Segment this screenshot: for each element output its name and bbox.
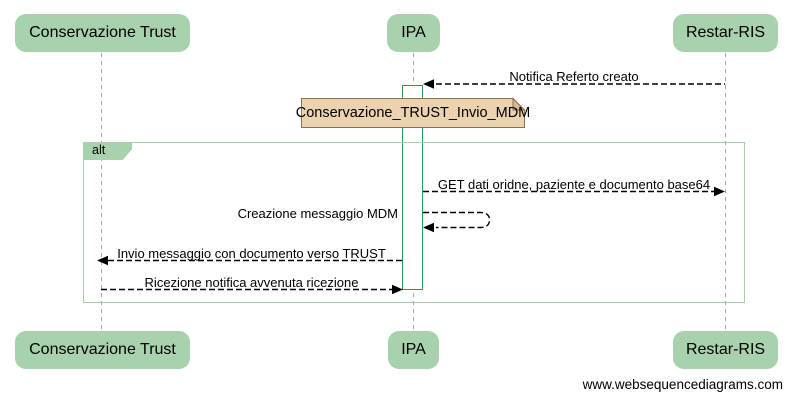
watermark-text: www.websequencediagrams.com bbox=[582, 377, 783, 392]
actor-label: Conservazione Trust bbox=[29, 341, 176, 358]
alt-frame: alt bbox=[83, 142, 745, 303]
message-label-creazione-mdm: Creazione messaggio MDM bbox=[237, 206, 398, 221]
activation-bar-ipa bbox=[402, 85, 423, 290]
actor-box-conservazione-trust-top: Conservazione Trust bbox=[15, 14, 190, 52]
actor-label: Conservazione Trust bbox=[29, 24, 176, 41]
message-label-invio-messaggio: Invio messaggio con documento verso TRUS… bbox=[117, 246, 386, 261]
actor-box-restar-ris-top: Restar-RIS bbox=[673, 14, 778, 52]
message-label-get-dati: GET dati oridne, paziente e documento ba… bbox=[437, 177, 711, 192]
note-label: Conservazione_TRUST_Invio_MDM bbox=[295, 104, 531, 121]
actor-label: Restar-RIS bbox=[685, 341, 766, 358]
actor-box-ipa-bottom: IPA bbox=[388, 331, 439, 369]
actor-label: Restar-RIS bbox=[685, 24, 766, 41]
actor-box-ipa-top: IPA bbox=[387, 14, 440, 52]
actor-label: IPA bbox=[401, 24, 426, 41]
actor-label: IPA bbox=[401, 341, 426, 358]
alt-frame-operator-tab: alt bbox=[83, 142, 132, 160]
message-label-notifica-referto: Notifica Referto creato bbox=[509, 69, 639, 84]
alt-frame-operator-label: alt bbox=[92, 143, 106, 157]
message-label-ricezione-notifica: Ricezione notifica avvenuta ricezione bbox=[144, 274, 359, 290]
actor-box-conservazione-trust-bottom: Conservazione Trust bbox=[15, 331, 190, 369]
actor-box-restar-ris-bottom: Restar-RIS bbox=[673, 331, 778, 369]
